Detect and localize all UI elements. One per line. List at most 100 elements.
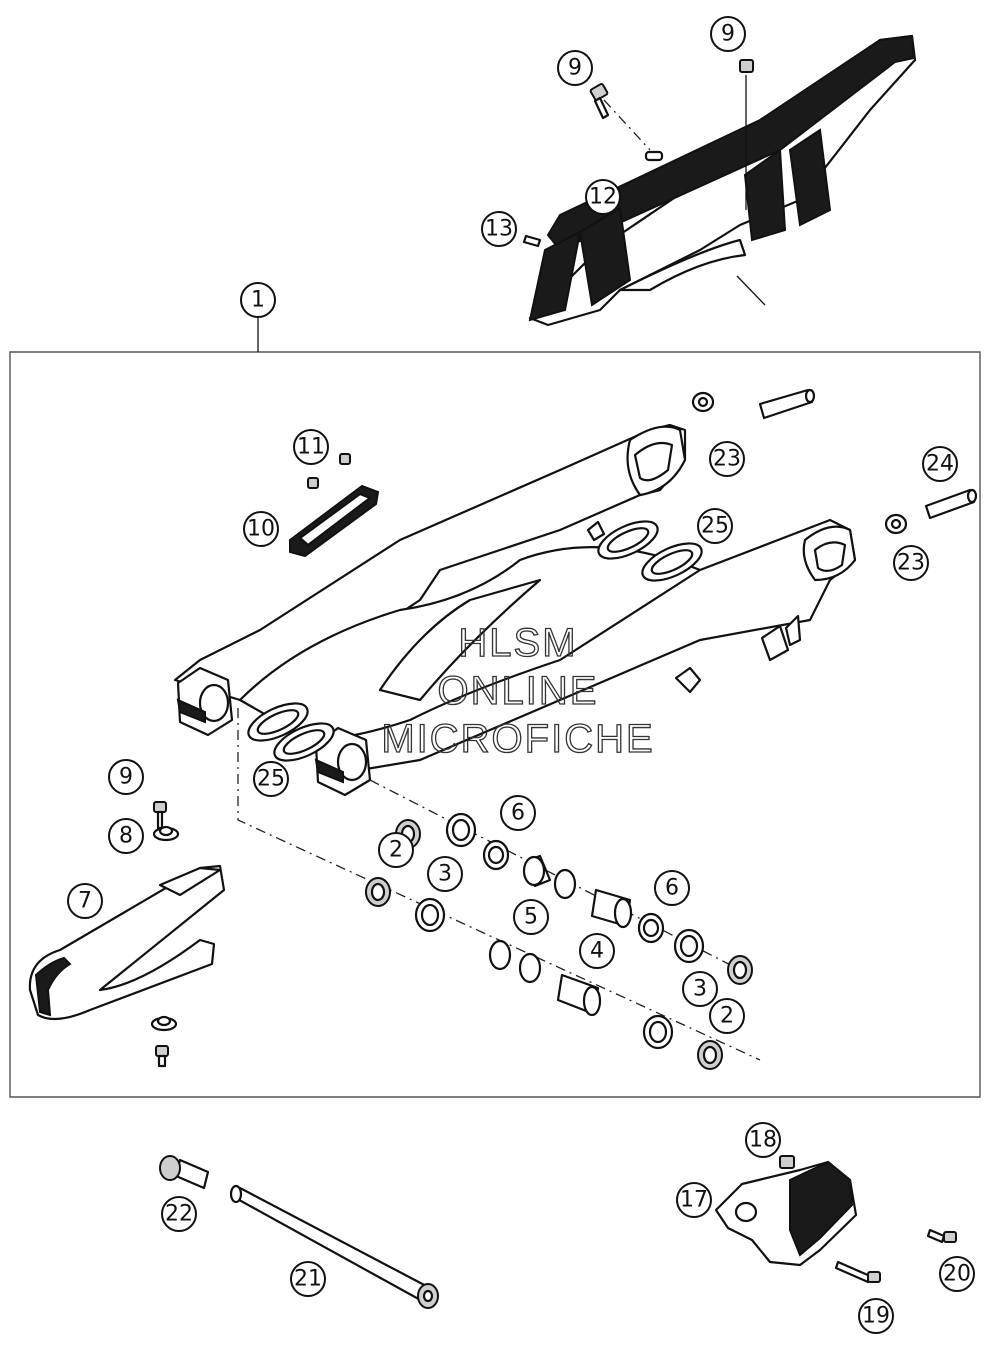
pin-24-b [924, 488, 978, 520]
callout-8: 8 [108, 818, 144, 854]
callout-4: 4 [579, 933, 615, 969]
callout-2-b: 2 [709, 998, 745, 1034]
callout-6-a-label: 6 [511, 801, 525, 826]
callout-25-b: 25 [253, 761, 289, 797]
callout-5: 5 [513, 899, 549, 935]
callout-12-label: 12 [589, 185, 617, 210]
callout-8-label: 8 [119, 824, 133, 849]
nut-23-a [691, 391, 715, 413]
nut-23-b [884, 513, 908, 535]
watermark-line-2: ONLINE [438, 669, 599, 713]
bolt-11-b [307, 477, 319, 489]
callout-7: 7 [67, 883, 103, 919]
swingarm [173, 423, 857, 797]
bolt-9-a [589, 83, 610, 120]
callout-17-label: 17 [680, 1188, 708, 1213]
callout-9-a: 9 [710, 16, 746, 52]
ring-25-lower-b [273, 722, 335, 762]
bearing-2-right [727, 955, 753, 985]
sleeve-4-lower [556, 973, 602, 1017]
callout-9-b: 9 [557, 50, 593, 86]
needle-bearing-5-a [522, 854, 552, 888]
bolt-20 [926, 1228, 957, 1244]
callout-2-b-label: 2 [720, 1004, 734, 1029]
seal-3-upper [445, 812, 477, 848]
callout-9-c-label: 9 [119, 765, 133, 790]
watermark-line-1: HLSM [458, 621, 577, 665]
callout-18: 18 [745, 1122, 781, 1158]
axle-21 [229, 1184, 439, 1309]
callout-9-c: 9 [108, 759, 144, 795]
bolt-13 [522, 234, 542, 248]
ring-25-lower-a [247, 702, 309, 742]
callout-17: 17 [676, 1182, 712, 1218]
callout-24-label: 24 [926, 452, 954, 477]
screw-9-lower [153, 801, 167, 830]
chain-guide-17 [714, 1160, 858, 1267]
callout-21-label: 21 [294, 1267, 322, 1292]
callout-2-a: 2 [378, 832, 414, 868]
callout-22-label: 22 [165, 1202, 193, 1227]
callout-18-label: 18 [749, 1128, 777, 1153]
assembly-frame [9, 351, 981, 1098]
callout-3-b: 3 [682, 971, 718, 1007]
callout-6-a: 6 [500, 795, 536, 831]
callout-1: 1 [240, 282, 276, 318]
ring-25-upper-a [597, 520, 659, 560]
callout-7-label: 7 [78, 889, 92, 914]
callout-24: 24 [922, 446, 958, 482]
nut-18 [779, 1155, 795, 1169]
callout-11: 11 [293, 429, 329, 465]
callout-25-a: 25 [697, 508, 733, 544]
callout-4-label: 4 [590, 939, 604, 964]
watermark-line-3: MICROFICHE [381, 717, 654, 761]
callout-19: 19 [858, 1298, 894, 1334]
callout-13: 13 [481, 211, 517, 247]
callout-3-b-label: 3 [693, 977, 707, 1002]
callout-23-b: 23 [893, 545, 929, 581]
slide-block-10 [289, 484, 380, 558]
callout-19-label: 19 [862, 1304, 890, 1329]
sleeve-4-upper [590, 888, 633, 929]
callout-20-label: 20 [943, 1262, 971, 1287]
needle-bearing-5-d [518, 952, 542, 984]
bolt-11-a [339, 453, 351, 465]
callout-11-label: 11 [297, 435, 325, 460]
chain-slider-7 [28, 864, 226, 1021]
seal-3-mid [673, 928, 705, 964]
callout-2-a-label: 2 [389, 838, 403, 863]
callout-12: 12 [585, 179, 621, 215]
seal-3-lower-b [642, 1014, 674, 1050]
washer-6-upper [482, 839, 510, 871]
callout-3-a: 3 [427, 856, 463, 892]
bearing-2-bottom [697, 1040, 723, 1070]
washer-bottom [150, 1015, 178, 1032]
washer-8 [152, 825, 180, 842]
bolt-19 [834, 1260, 881, 1284]
callout-21: 21 [290, 1261, 326, 1297]
callout-5-label: 5 [524, 905, 538, 930]
callout-6-b-label: 6 [665, 876, 679, 901]
callout-3-a-label: 3 [438, 862, 452, 887]
needle-bearing-5-b [553, 868, 577, 900]
needle-bearing-5-c [488, 939, 512, 971]
pin-24-a [758, 388, 816, 420]
leader-chain-guard [736, 275, 766, 306]
axis-chain-guard-bolt [603, 99, 651, 151]
washer-chain-guard [644, 150, 664, 162]
callout-23-a-label: 23 [713, 447, 741, 472]
watermark: HLSM ONLINE MICROFICHE [381, 620, 654, 761]
callout-9-b-label: 9 [568, 56, 582, 81]
callout-22: 22 [161, 1196, 197, 1232]
callout-6-b: 6 [654, 870, 690, 906]
callout-1-label: 1 [251, 288, 265, 313]
screw-bottom [155, 1045, 169, 1068]
callout-10: 10 [243, 511, 279, 547]
callout-9-a-label: 9 [721, 22, 735, 47]
callout-25-b-label: 25 [257, 767, 285, 792]
bolt-9-b [739, 59, 754, 73]
ring-25-upper-b [641, 542, 703, 582]
washer-6-lower [637, 912, 665, 944]
pivot-bolt-22 [159, 1155, 210, 1190]
bearing-2-lower [365, 877, 391, 907]
